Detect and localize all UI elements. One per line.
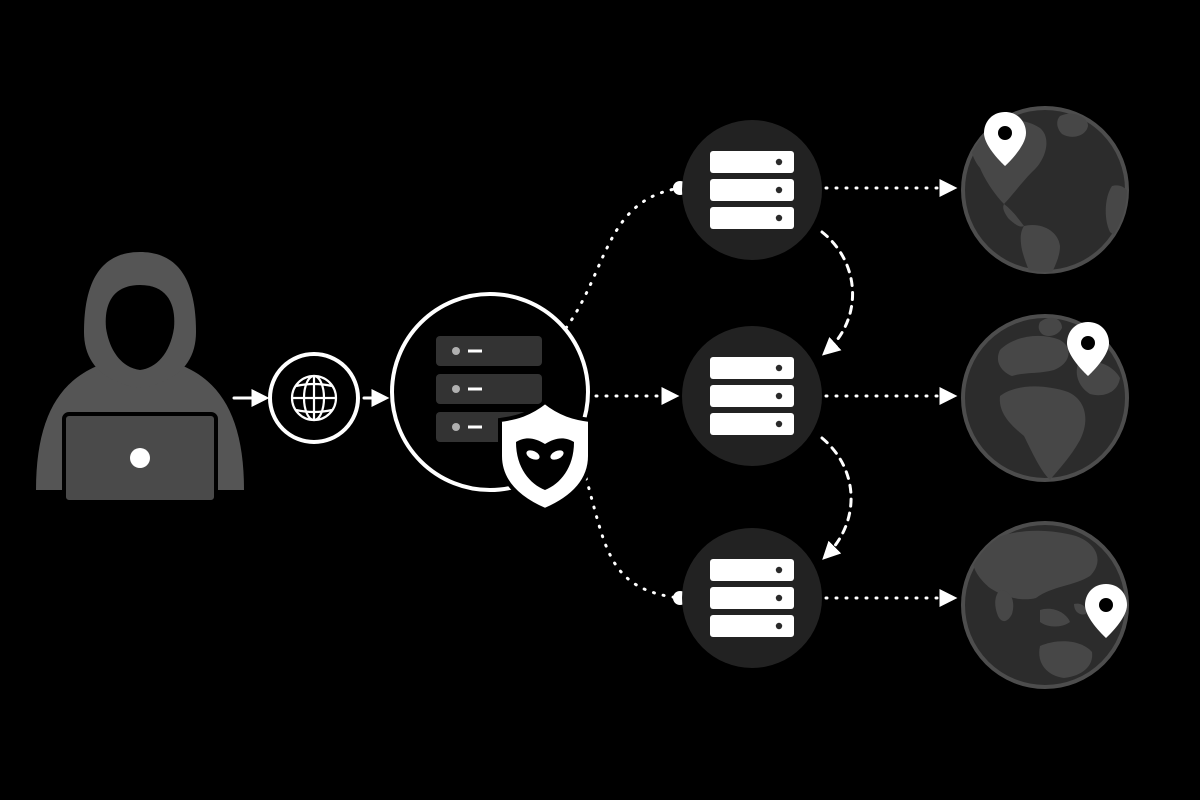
globe-europe-africa xyxy=(961,314,1129,482)
globe-asia-oceania xyxy=(961,521,1129,689)
proxy-server-1 xyxy=(682,120,822,260)
location-pin-icon xyxy=(1067,322,1109,376)
hooded-hacker-with-laptop-icon xyxy=(36,252,244,504)
location-pin-icon xyxy=(1085,584,1127,638)
path-gateway-to-server-1 xyxy=(564,186,682,330)
earth-globe-icon xyxy=(972,530,1098,678)
path-server-1-to-server-2 xyxy=(820,230,855,356)
internet-node xyxy=(268,352,360,444)
globe-icon xyxy=(290,374,338,422)
path-server-2-to-server-3 xyxy=(820,436,853,560)
masked-shield-icon xyxy=(498,399,592,513)
server-icon xyxy=(710,151,794,229)
proxy-server-3 xyxy=(682,528,822,668)
server-icon xyxy=(710,357,794,435)
path-gateway-to-server-3 xyxy=(584,476,682,600)
laptop-logo-dot xyxy=(130,448,150,468)
proxy-gateway-node xyxy=(390,292,592,513)
connection-lines xyxy=(232,179,958,607)
globe-americas xyxy=(961,106,1129,274)
server-icon xyxy=(710,559,794,637)
proxy-server-2 xyxy=(682,326,822,466)
location-pin-icon xyxy=(984,112,1026,166)
server-stack-icon xyxy=(436,336,542,442)
